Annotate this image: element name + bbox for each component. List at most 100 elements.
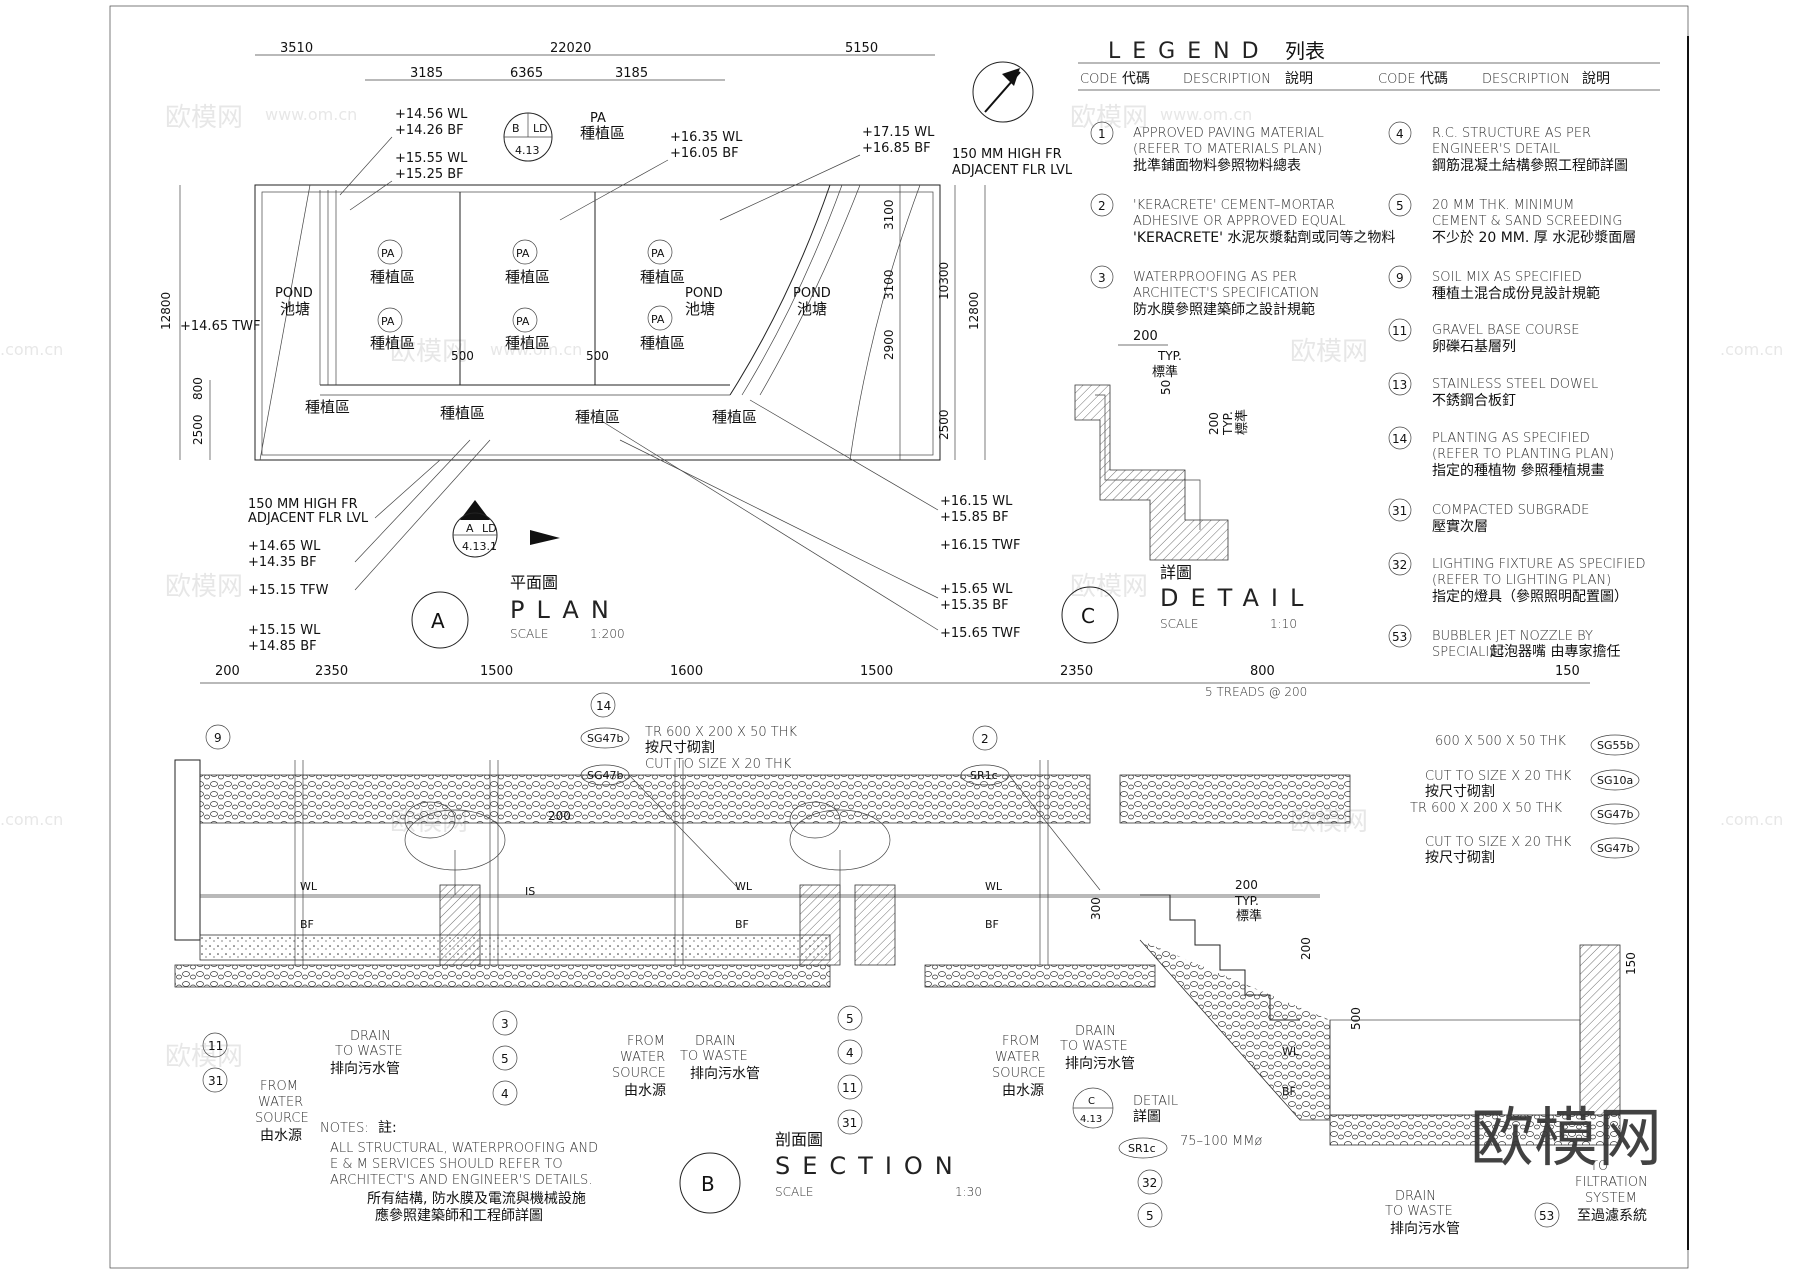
svg-text:DRAIN: DRAIN <box>350 1029 391 1044</box>
legend-item-5: 5 20 MM THK. MINIMUM CEMENT & SAND SCREE… <box>1388 193 1636 246</box>
svg-text:STAINLESS STEEL DOWEL: STAINLESS STEEL DOWEL <box>1432 377 1598 392</box>
svg-text:2: 2 <box>981 732 989 746</box>
svg-text:BF: BF <box>985 918 999 931</box>
svg-text:B: B <box>701 1172 715 1196</box>
svg-text:欧模网: 欧模网 <box>165 1042 243 1072</box>
svg-text:CEMENT & SAND SCREEDING: CEMENT & SAND SCREEDING <box>1432 214 1622 229</box>
svg-text:ADJACENT FLR LVL: ADJACENT FLR LVL <box>248 511 369 526</box>
svg-text:壓實次層: 壓實次層 <box>1432 518 1488 535</box>
svg-text:E & M SERVICES SHOULD REFER TO: E & M SERVICES SHOULD REFER TO <box>330 1157 563 1172</box>
svg-text:SR1c: SR1c <box>970 769 998 782</box>
svg-text:註:: 註: <box>378 1120 397 1136</box>
svg-text:2350: 2350 <box>1060 664 1093 679</box>
svg-text:GRAVEL BASE COURSE: GRAVEL BASE COURSE <box>1432 323 1579 338</box>
svg-text:150 MM HIGH FR: 150 MM HIGH FR <box>248 497 358 512</box>
svg-text:SR1c: SR1c <box>1128 1142 1156 1155</box>
svg-text:詳圖: 詳圖 <box>1133 1109 1161 1125</box>
svg-text:說明: 說明 <box>1285 70 1313 87</box>
svg-text:3100: 3100 <box>882 269 896 300</box>
svg-text:A: A <box>466 522 474 535</box>
svg-text:(REFER TO LIGHTING PLAN): (REFER TO LIGHTING PLAN) <box>1432 573 1611 588</box>
svg-text:種植區: 種植區 <box>575 408 620 426</box>
svg-text:POND: POND <box>275 286 313 301</box>
svg-text:FILTRATION: FILTRATION <box>1575 1175 1648 1190</box>
svg-text:種植區: 種植區 <box>712 408 757 426</box>
svg-text:+15.55 WL: +15.55 WL <box>395 151 468 166</box>
svg-text:SECTION: SECTION <box>775 1152 965 1180</box>
svg-text:1600: 1600 <box>670 664 703 679</box>
svg-text:按尺寸砌割: 按尺寸砌割 <box>1425 783 1495 800</box>
svg-text:欧模网: 欧模网 <box>1070 572 1148 602</box>
svg-text:+16.35 WL: +16.35 WL <box>670 130 743 145</box>
svg-text:'KERACRETE' 水泥灰漿黏劑或同等之物料: 'KERACRETE' 水泥灰漿黏劑或同等之物料 <box>1133 229 1395 246</box>
svg-text:ALL STRUCTURAL, WATERPROOFING: ALL STRUCTURAL, WATERPROOFING AND <box>330 1141 598 1156</box>
svg-text:由水源: 由水源 <box>260 1128 302 1144</box>
svg-text:CODE: CODE <box>1378 72 1416 87</box>
svg-text:剖面圖: 剖面圖 <box>775 1130 823 1149</box>
svg-text:CUT TO SIZE X 20 THK: CUT TO SIZE X 20 THK <box>1425 835 1572 850</box>
svg-text:31: 31 <box>842 1116 857 1130</box>
svg-text:C: C <box>1088 1096 1095 1107</box>
svg-text:3100: 3100 <box>882 199 896 230</box>
svg-text:(REFER TO MATERIALS PLAN): (REFER TO MATERIALS PLAN) <box>1133 142 1322 157</box>
svg-text:說明: 說明 <box>1582 70 1610 87</box>
legend-item-9: 9 SOIL MIX AS SPECIFIED 種植土混合成份見設計規範 <box>1388 265 1600 302</box>
svg-text:5150: 5150 <box>845 41 878 56</box>
svg-text:+14.65 TWF: +14.65 TWF <box>180 319 261 334</box>
svg-text:LIGHTING FIXTURE AS SPECIFIED: LIGHTING FIXTURE AS SPECIFIED <box>1432 557 1645 572</box>
svg-text:A: A <box>431 609 445 633</box>
svg-text:代碼: 代碼 <box>1122 71 1150 87</box>
svg-text:www.om.cn: www.om.cn <box>490 340 582 359</box>
svg-text:150: 150 <box>1555 664 1580 679</box>
svg-text:種植區: 種植區 <box>305 398 350 416</box>
svg-text:ADJACENT FLR LVL: ADJACENT FLR LVL <box>952 163 1073 178</box>
svg-text:ARCHITECT'S AND ENGINEER'S DET: ARCHITECT'S AND ENGINEER'S DETAILS. <box>330 1173 592 1188</box>
svg-text:4: 4 <box>501 1087 509 1101</box>
svg-text:TR 600 X 200 X 50 THK: TR 600 X 200 X 50 THK <box>1410 801 1562 816</box>
svg-text:150: 150 <box>1624 952 1638 975</box>
svg-text:SG55b: SG55b <box>1597 739 1634 752</box>
svg-text:5: 5 <box>1396 199 1404 213</box>
svg-text:5: 5 <box>1146 1209 1154 1223</box>
svg-text:200: 200 <box>1235 878 1258 892</box>
svg-text:PA: PA <box>651 313 665 326</box>
svg-text:50: 50 <box>1159 380 1173 395</box>
legend-item-4: 4 R.C. STRUCTURE AS PER ENGINEER'S DETAI… <box>1388 121 1628 174</box>
svg-text:WATERPROOFING AS PER: WATERPROOFING AS PER <box>1133 270 1297 285</box>
svg-text:不銹鋼合板釘: 不銹鋼合板釘 <box>1432 392 1516 409</box>
svg-text:標準: 標準 <box>1234 409 1250 435</box>
legend-item-1: 1 APPROVED PAVING MATERIAL (REFER TO MAT… <box>1090 121 1324 174</box>
svg-text:+16.15 WL: +16.15 WL <box>940 494 1013 509</box>
svg-text:SG47b: SG47b <box>587 769 624 782</box>
svg-text:TYP.: TYP. <box>1221 411 1235 436</box>
legend-item-14: 14 PLANTING AS SPECIFIED (REFER TO PLANT… <box>1388 426 1614 479</box>
svg-text:種植區: 種植區 <box>440 404 485 422</box>
svg-text:池塘: 池塘 <box>280 300 310 318</box>
svg-text:1500: 1500 <box>860 664 893 679</box>
svg-text:不少於 20 MM. 厚 水泥砂漿面層: 不少於 20 MM. 厚 水泥砂漿面層 <box>1432 230 1636 246</box>
tree-icon <box>789 801 891 895</box>
svg-text:BF: BF <box>300 918 314 931</box>
svg-text:+14.65 WL: +14.65 WL <box>248 539 321 554</box>
svg-text:.com.cn: .com.cn <box>1720 340 1783 359</box>
plan-view: 3510 22020 5150 3185 6365 3185 PA 種植區 PA… <box>159 41 1073 654</box>
svg-text:按尺寸砌割: 按尺寸砌割 <box>1425 849 1495 866</box>
svg-text:22020: 22020 <box>550 41 591 56</box>
svg-text:200: 200 <box>548 809 571 823</box>
svg-text:排向污水管: 排向污水管 <box>690 1066 760 1082</box>
svg-text:10300: 10300 <box>937 262 951 300</box>
svg-text:排向污水管: 排向污水管 <box>1390 1221 1460 1237</box>
svg-text:ADHESIVE OR APPROVED EQUAL: ADHESIVE OR APPROVED EQUAL <box>1133 214 1346 229</box>
svg-text:起泡器嘴 由專家擔任: 起泡器嘴 由專家擔任 <box>1490 643 1620 660</box>
svg-text:200: 200 <box>1299 937 1313 960</box>
svg-text:11: 11 <box>842 1081 857 1095</box>
svg-text:種植區: 種植區 <box>580 124 625 142</box>
svg-text:WL: WL <box>735 880 753 893</box>
svg-text:至過濾系統: 至過濾系統 <box>1577 1208 1647 1224</box>
svg-text:+14.56 WL: +14.56 WL <box>395 107 468 122</box>
svg-text:+15.65 WL: +15.65 WL <box>940 582 1013 597</box>
svg-text:欧模网: 欧模网 <box>1290 337 1368 367</box>
svg-text:種植區: 種植區 <box>505 268 550 286</box>
svg-text:池塘: 池塘 <box>797 300 827 318</box>
